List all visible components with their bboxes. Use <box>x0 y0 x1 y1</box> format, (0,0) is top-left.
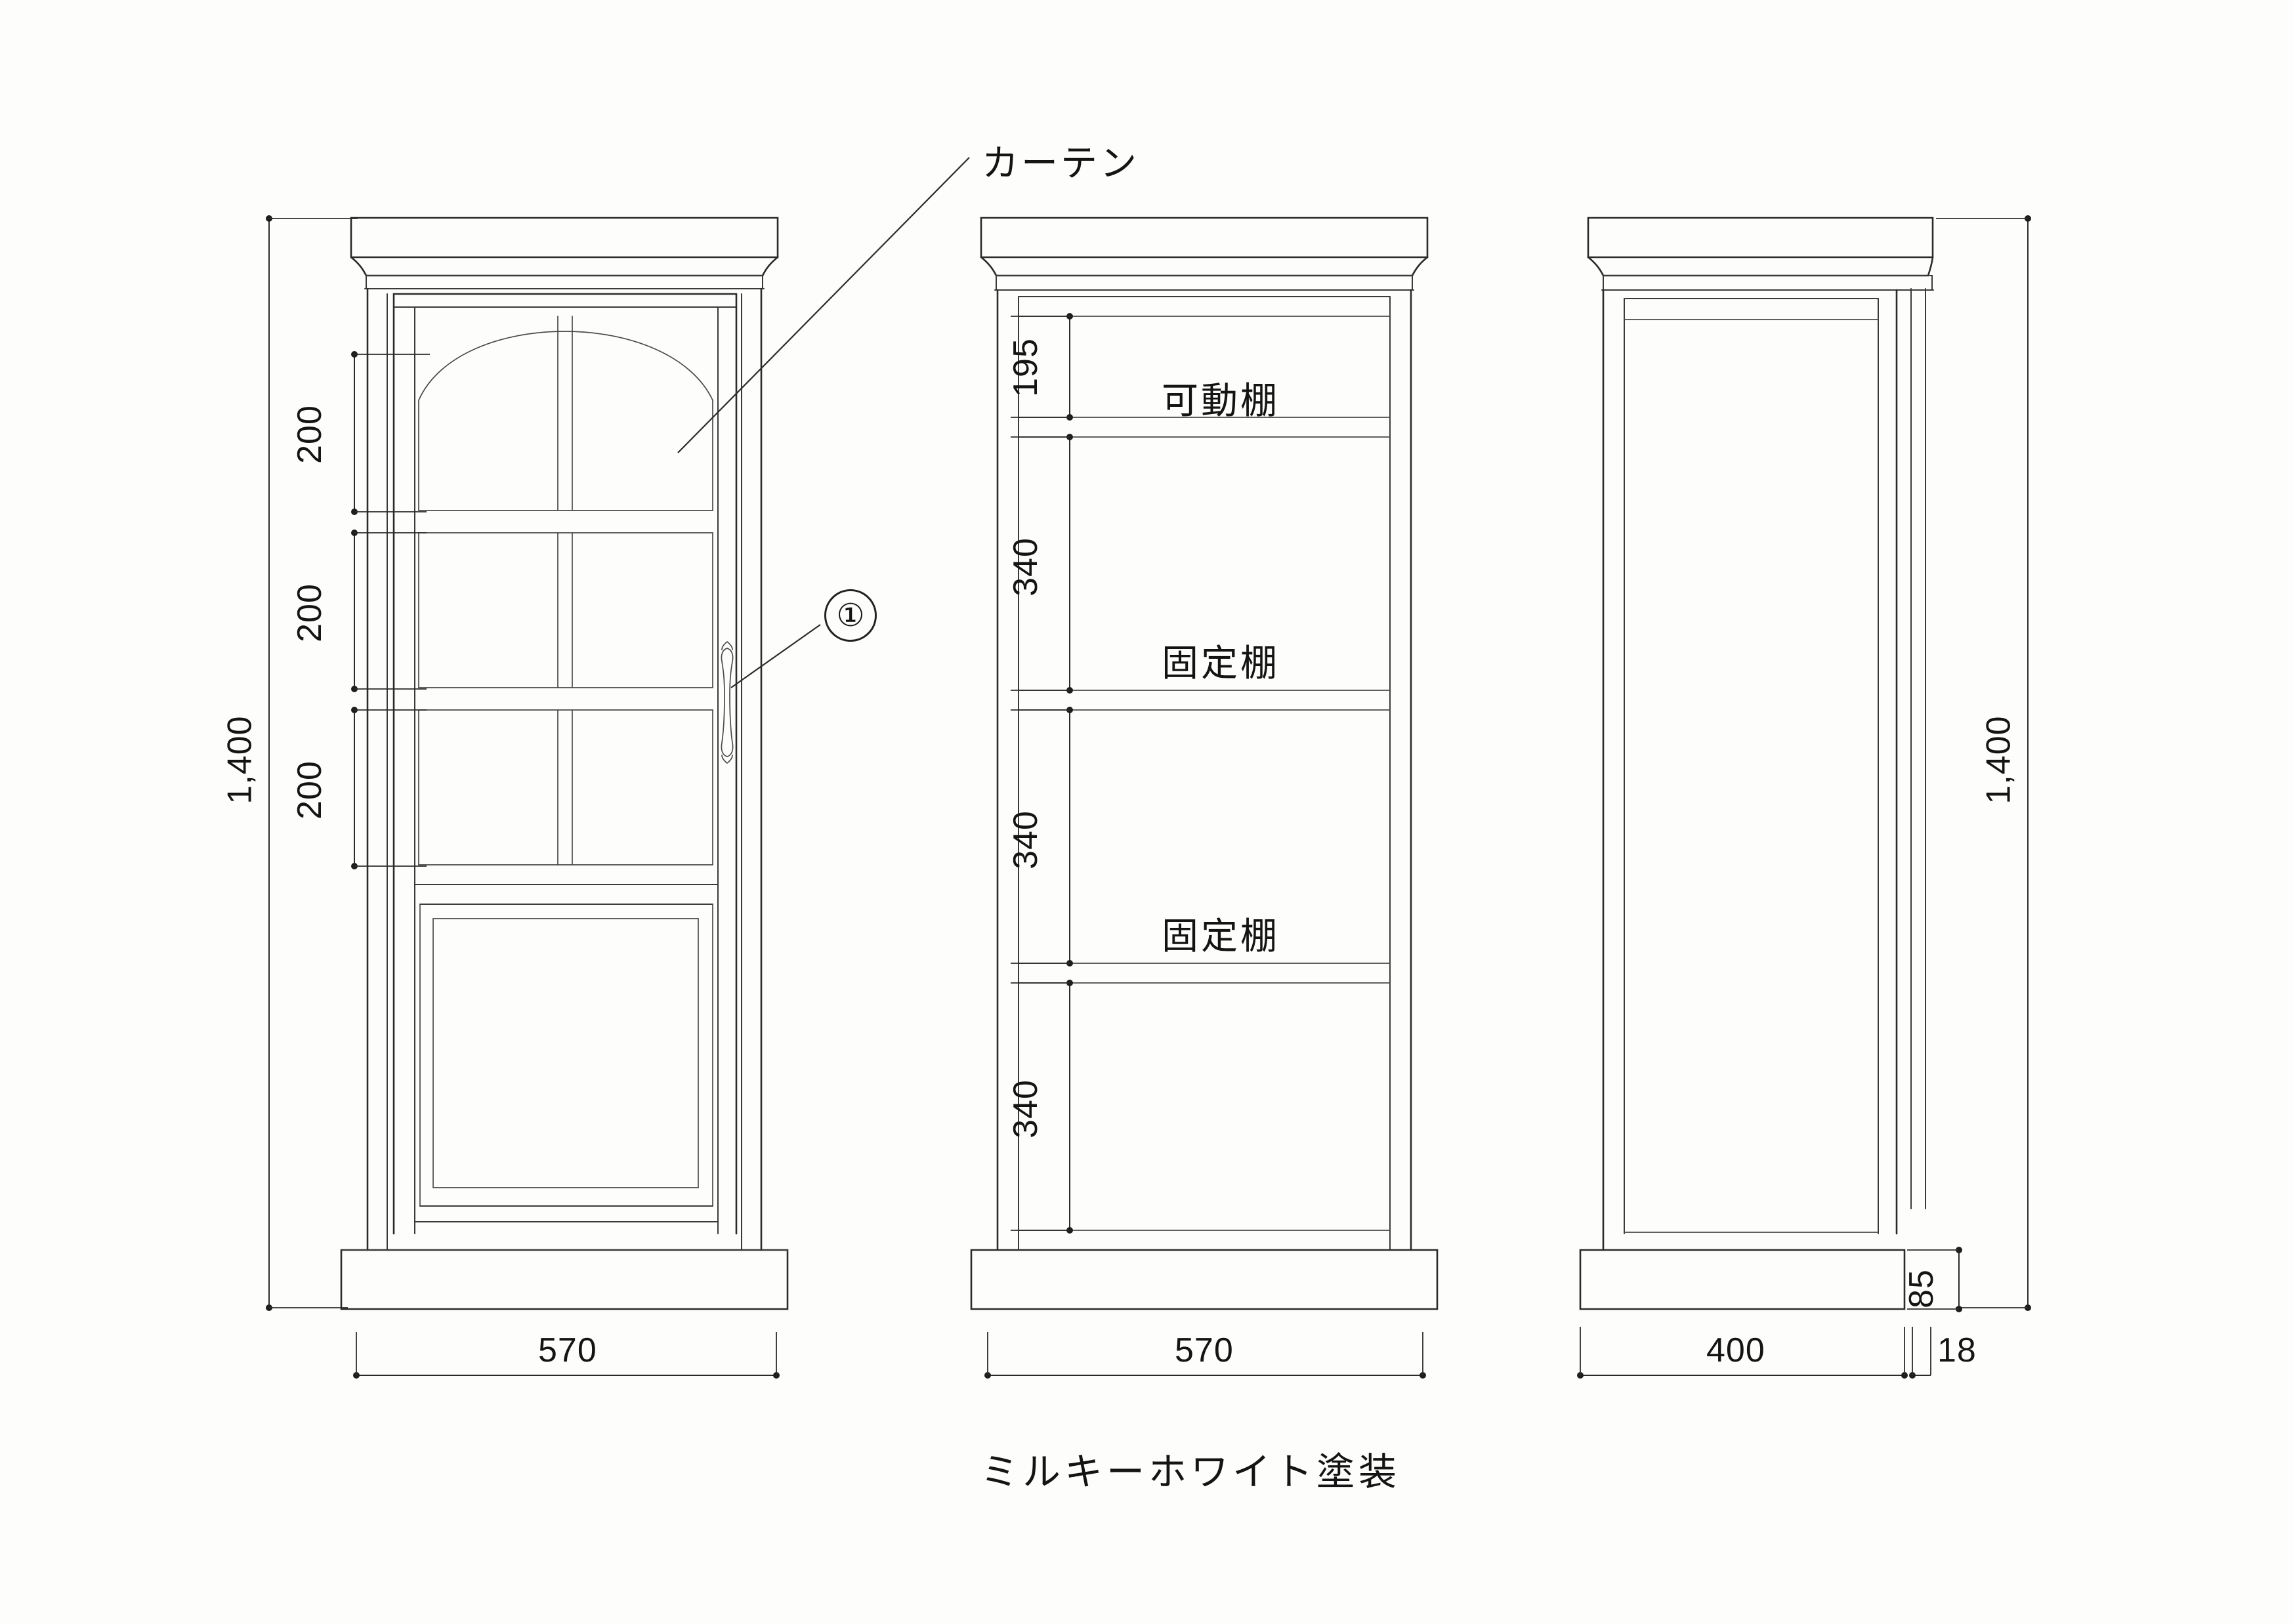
section-gap-340-c: 340 <box>1006 1079 1045 1138</box>
front-pane-height-2: 200 <box>290 583 329 642</box>
front-pane-height-3: 200 <box>290 760 329 820</box>
curtain-label: カーテン <box>982 142 1139 184</box>
front-pane-height-1: 200 <box>290 405 329 464</box>
section-width-dimension <box>984 1332 1426 1379</box>
side-depth-dimension <box>1577 1327 1908 1379</box>
section-gap-195: 195 <box>1006 338 1045 397</box>
section-gap-340-a: 340 <box>1006 537 1045 596</box>
front-width-dimension <box>353 1332 780 1379</box>
section-shelf-dimensions <box>1011 313 1073 1234</box>
front-overall-height-label: 1,400 <box>221 715 259 804</box>
front-pane-dimensions <box>351 351 430 869</box>
callout-leader-line <box>730 624 821 688</box>
section-width-label: 570 <box>1175 1331 1234 1369</box>
finish-note: ミルキーホワイト塗装 <box>980 1451 1401 1493</box>
shelf-label-fixed-lower: 固定棚 <box>1162 915 1280 957</box>
callout-marker-1: ① <box>824 589 877 642</box>
section-gap-340-b: 340 <box>1006 810 1045 869</box>
front-elevation-geometry <box>340 217 789 1310</box>
front-height-dimension <box>266 215 358 1311</box>
front-width-label: 570 <box>538 1331 597 1369</box>
door-thickness-label: 18 <box>1937 1331 1977 1369</box>
plinth-height-label: 85 <box>1902 1269 1941 1308</box>
shelf-label-adjustable: 可動棚 <box>1162 380 1280 421</box>
side-overall-height-label: 1,400 <box>1979 715 2018 804</box>
curtain-leader-line <box>677 157 970 453</box>
section-view-geometry <box>970 217 1439 1310</box>
side-elevation-geometry <box>1579 217 1934 1310</box>
side-depth-label: 400 <box>1706 1331 1765 1369</box>
side-height-dimension <box>1936 215 2031 1311</box>
plinth-height-dimension <box>1907 1247 1962 1312</box>
shelf-label-fixed-upper: 固定棚 <box>1162 642 1280 684</box>
door-thickness-dimension <box>1909 1327 1931 1379</box>
